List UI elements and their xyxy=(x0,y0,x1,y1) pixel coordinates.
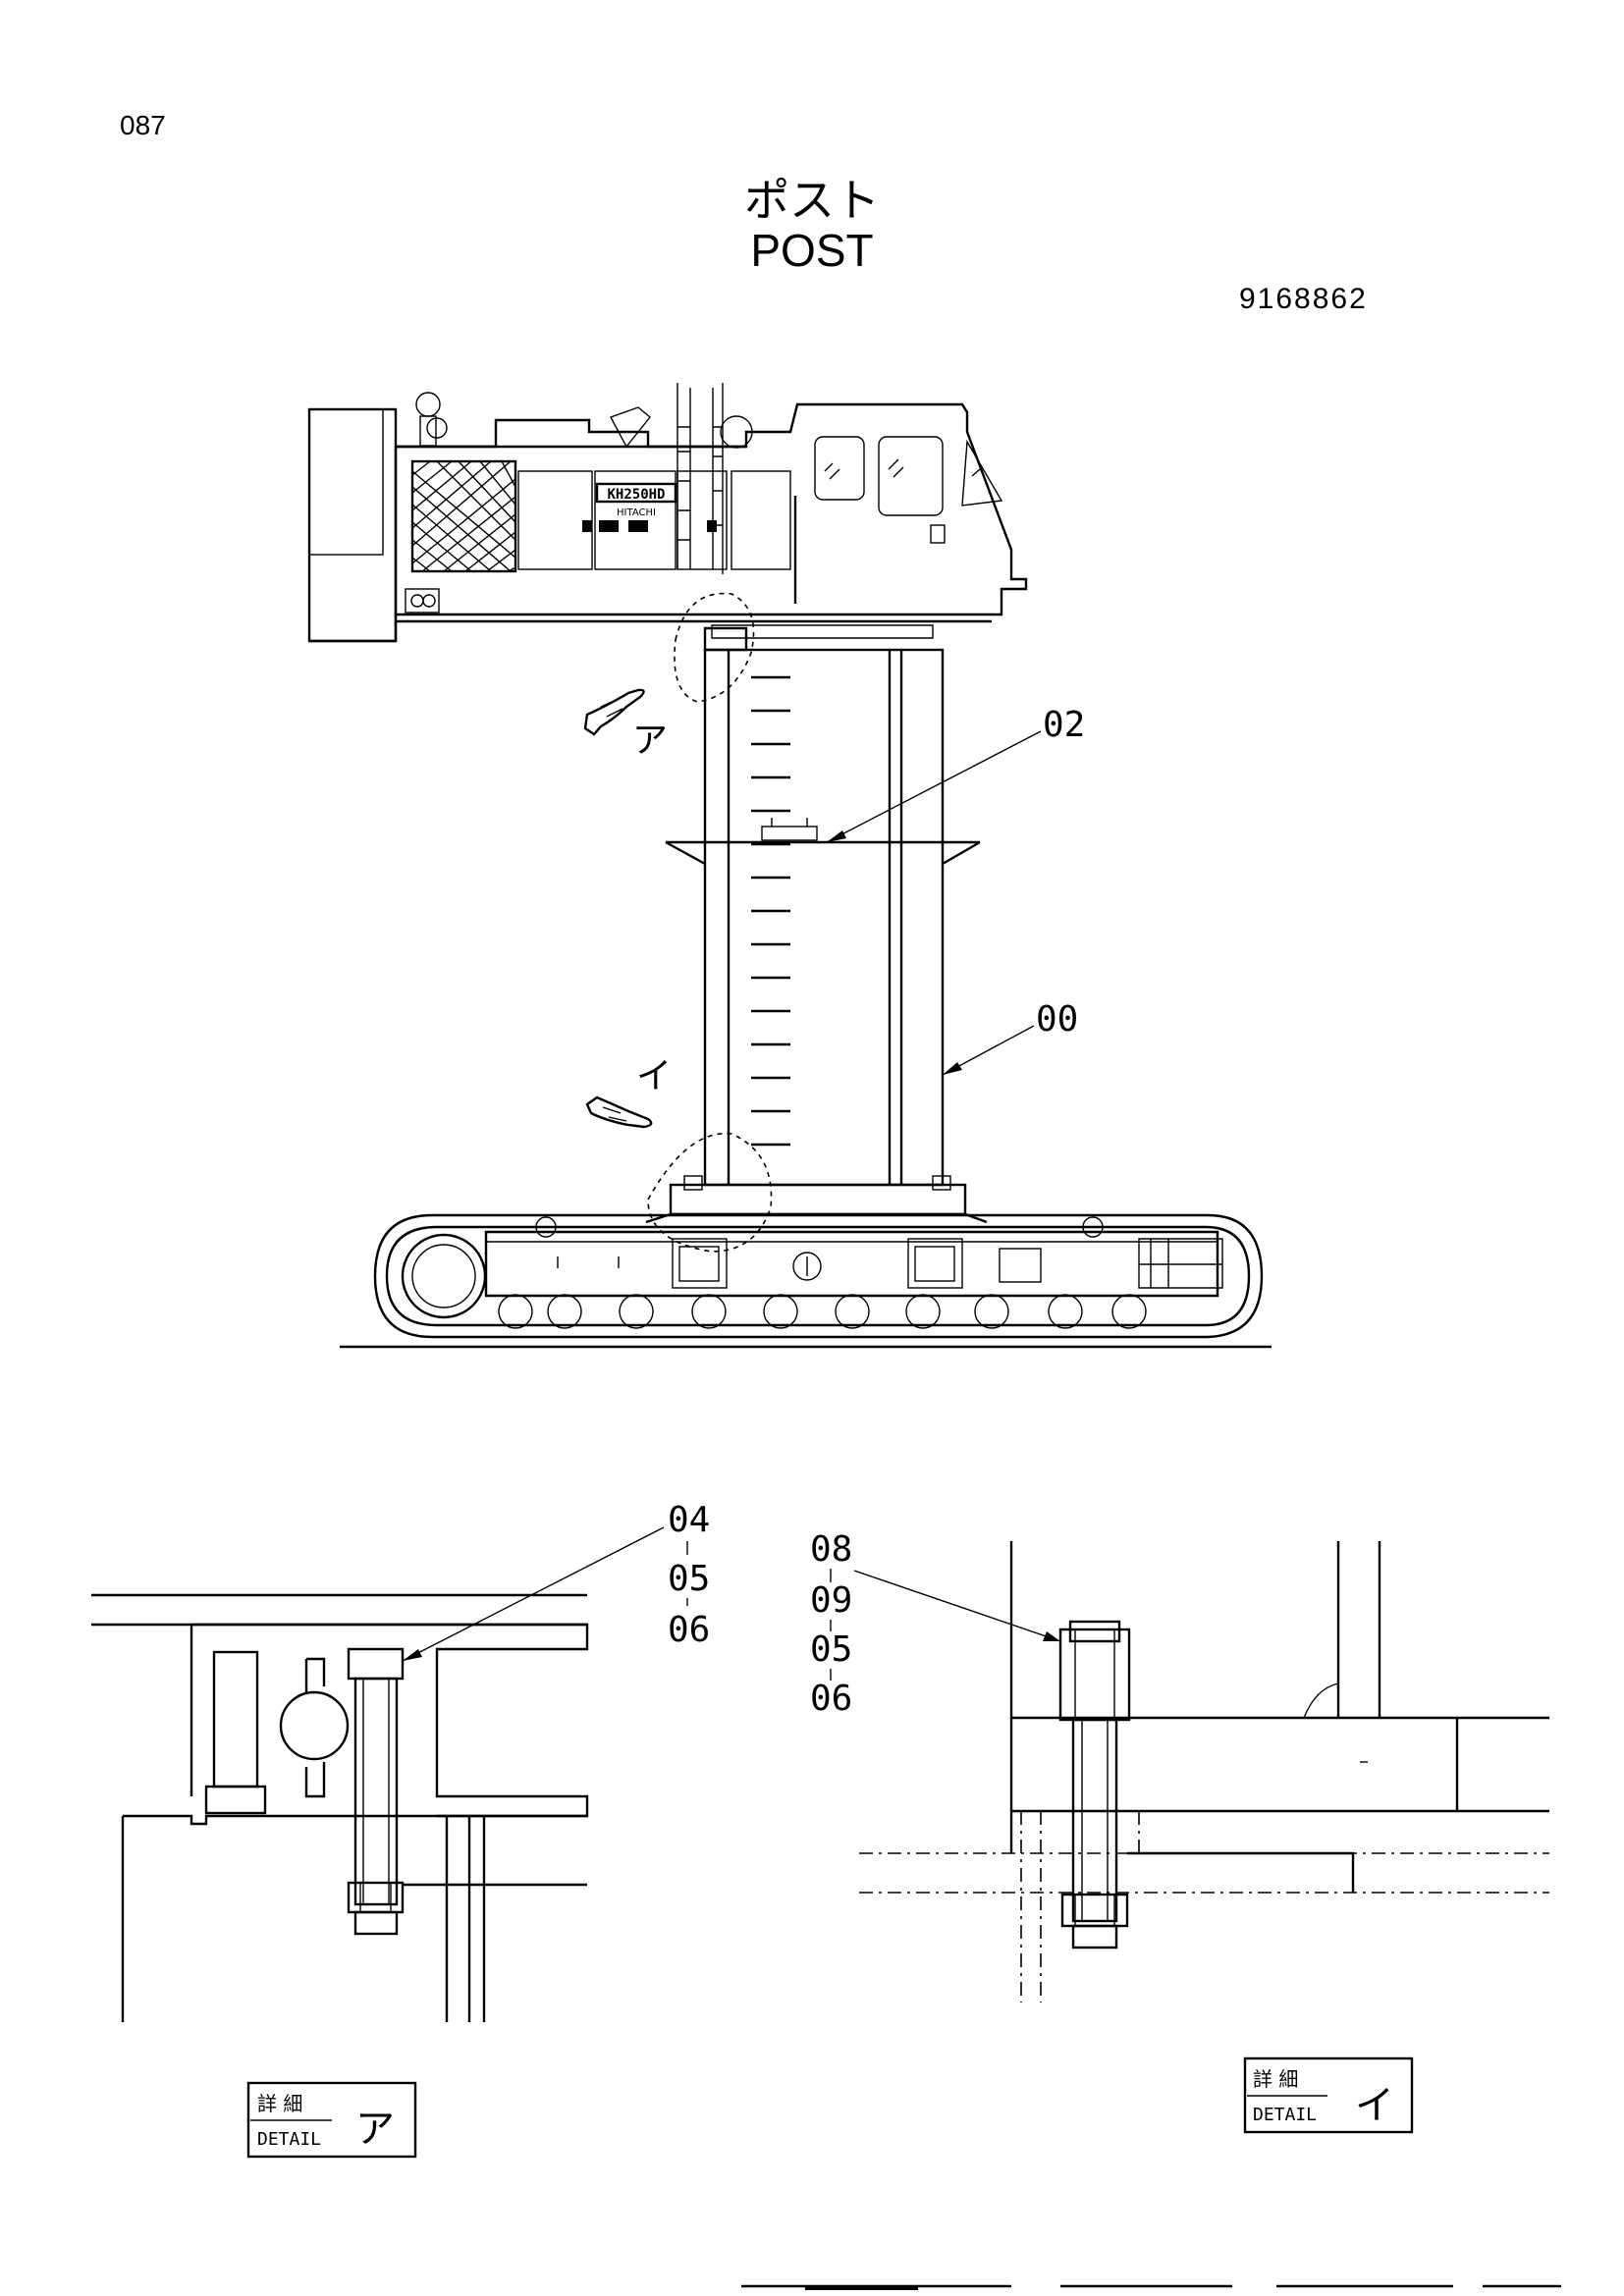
crawler-undercarriage xyxy=(340,1212,1272,1349)
detail-marker-i: イ xyxy=(636,1056,672,1096)
callout-04: 04 xyxy=(668,1500,710,1540)
detail-i-drawing xyxy=(859,1541,1549,2002)
page-footer-lines xyxy=(741,2284,1561,2290)
detail-box-a-en: DETAIL xyxy=(257,2129,321,2150)
detail-a-circle xyxy=(674,592,755,703)
detail-a-drawing xyxy=(91,1593,589,2022)
post-scale-ticks xyxy=(751,675,790,1147)
page-title-english: POST xyxy=(750,225,874,276)
part-number: 9168862 xyxy=(1239,283,1368,315)
detail-i-circle xyxy=(647,1132,773,1253)
page-number: 087 xyxy=(120,110,166,140)
pointing-hand-i-icon xyxy=(585,1095,653,1129)
detail-box-i-jp: 詳 細 xyxy=(1253,2067,1298,2091)
upper-structure: KH250HD HITACHI xyxy=(307,383,1028,643)
post-column xyxy=(665,626,981,1216)
callout-02: 02 xyxy=(1043,705,1085,745)
detail-box-i-en: DETAIL xyxy=(1253,2105,1317,2125)
detail-box-i-mark: イ xyxy=(1355,2083,1394,2128)
callout-06-i: 06 xyxy=(810,1679,852,1719)
detail-box-a: 詳 細 DETAIL ア xyxy=(246,2081,417,2159)
machine-model-badge: KH250HD xyxy=(607,487,665,503)
machine-brand-label: HITACHI xyxy=(617,507,656,518)
detail-box-a-mark: ア xyxy=(355,2107,395,2152)
callout-05-i: 05 xyxy=(810,1629,852,1670)
callout-09: 09 xyxy=(810,1580,852,1621)
pointing-hand-a-icon xyxy=(583,688,645,736)
radiator-grille-hatch xyxy=(411,460,516,572)
detail-marker-a: ア xyxy=(632,721,668,761)
page-title-japanese: ポスト xyxy=(744,174,880,227)
callout-06-a: 06 xyxy=(668,1610,710,1650)
callout-05-a: 05 xyxy=(668,1559,710,1599)
callout-08: 08 xyxy=(810,1529,852,1570)
callout-00: 00 xyxy=(1036,999,1078,1040)
detail-box-i: 詳 細 DETAIL イ xyxy=(1243,2056,1414,2134)
detail-box-a-jp: 詳 細 xyxy=(257,2092,302,2115)
track-rollers xyxy=(498,1294,1147,1329)
